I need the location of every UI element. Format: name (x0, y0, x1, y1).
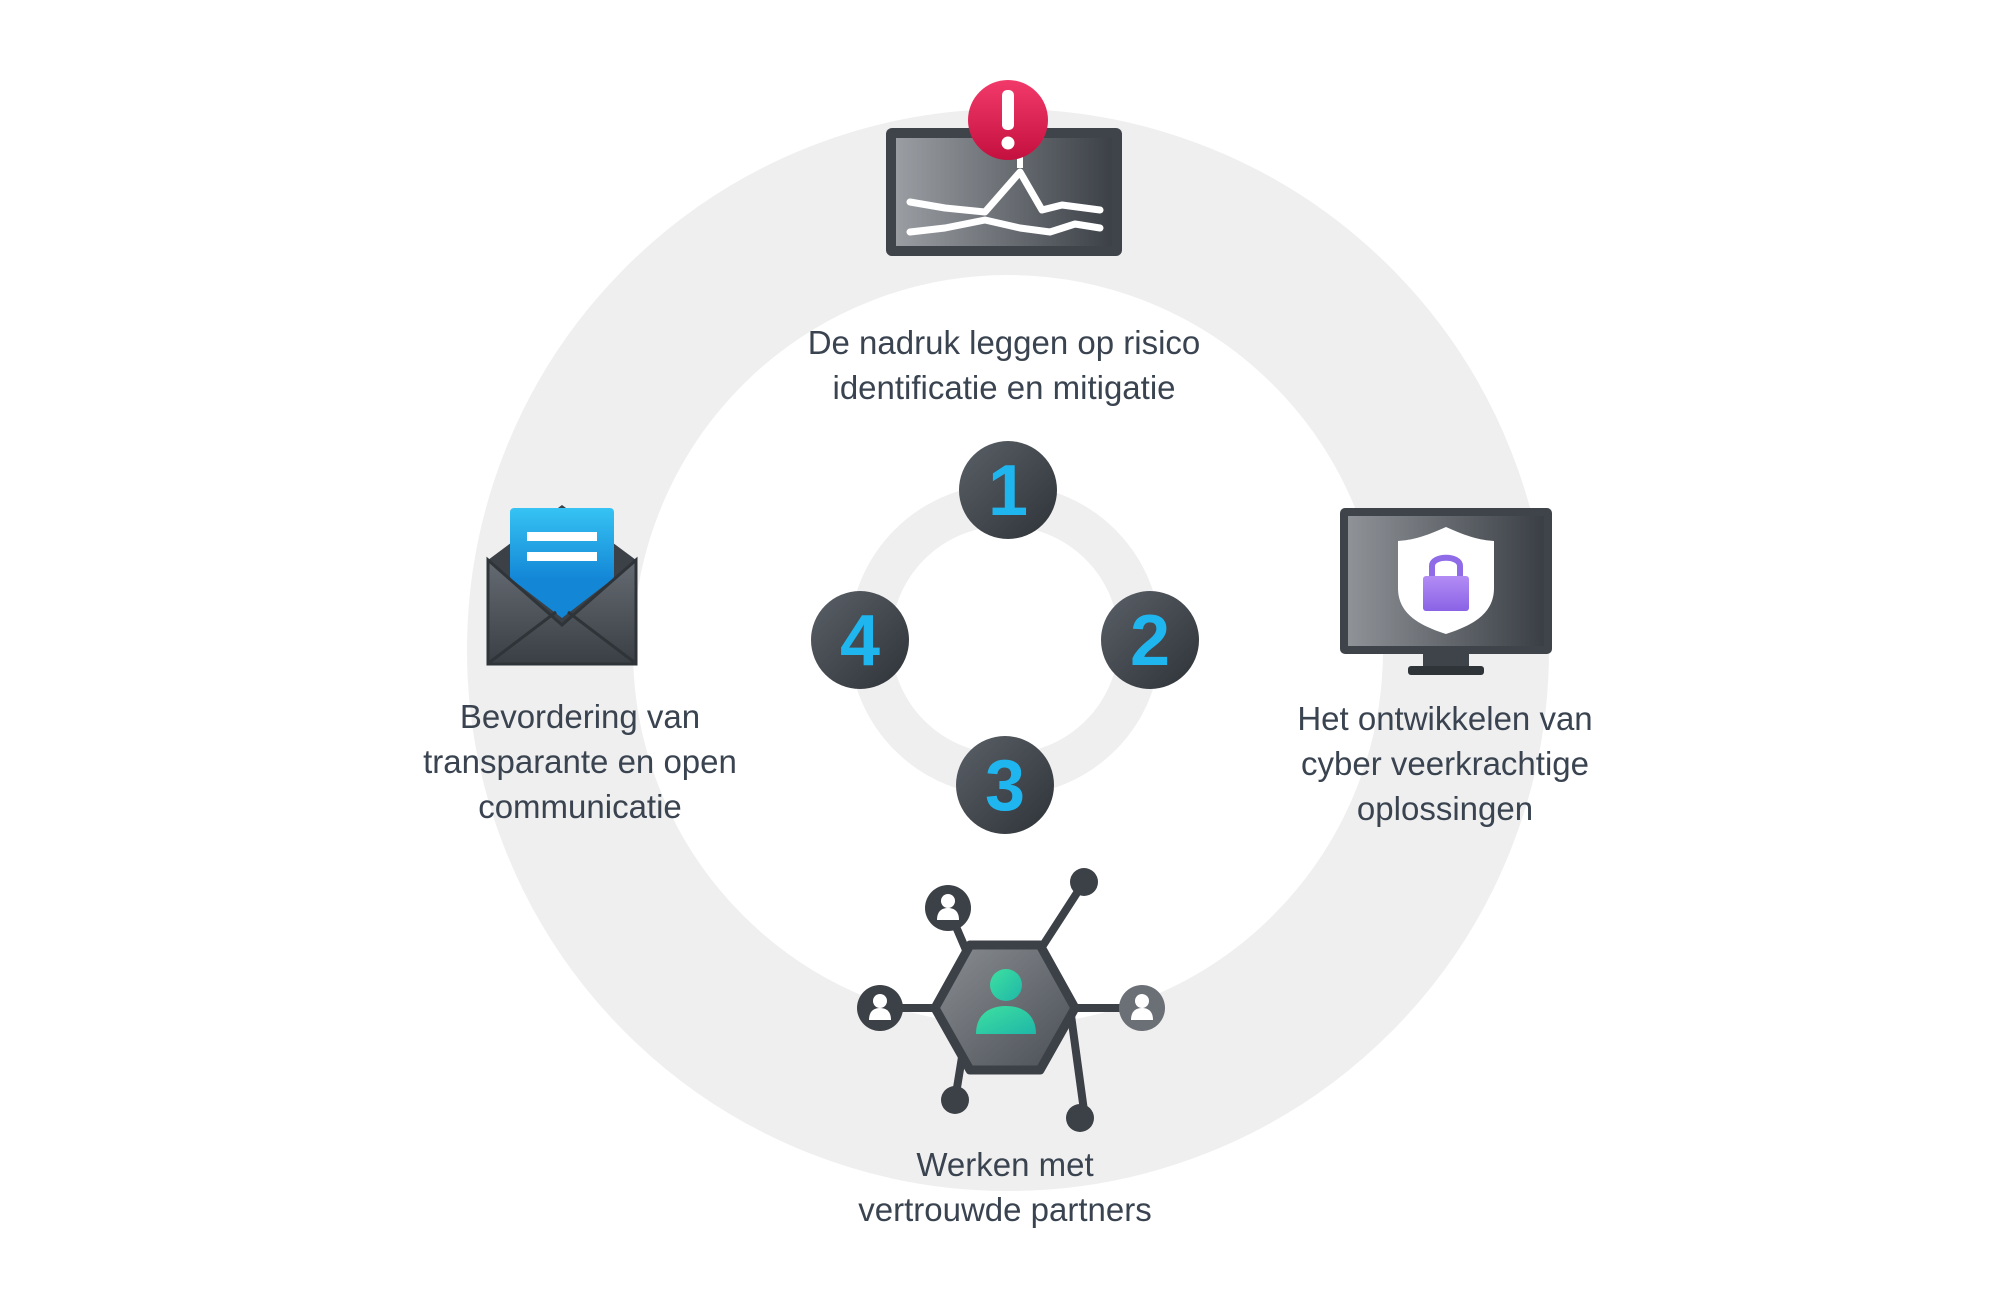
letter-icon (510, 508, 614, 580)
step-1-label-line-1: De nadruk leggen op risico (807, 324, 1201, 361)
inner-cycle-ring (849, 484, 1161, 796)
step-3-label-line-2: vertrouwde partners (858, 1191, 1152, 1228)
step-4-label-line-2: transparante en open (423, 743, 737, 780)
step-number-4: 4 (840, 601, 880, 681)
step-number-1: 1 (988, 451, 1028, 531)
partner-person-icon-top-left (925, 885, 971, 931)
step-badge-4: 4 (811, 591, 909, 689)
partner-person-icon-right (1119, 985, 1165, 1031)
step-4-label: Bevordering van transparante en open com… (380, 694, 780, 829)
step-badge-2: 2 (1101, 591, 1199, 689)
step-number-2: 2 (1130, 601, 1170, 681)
open-envelope-icon (486, 505, 638, 666)
step-3-label-line-1: Werken met (916, 1146, 1094, 1183)
partner-person-icon-left (857, 985, 903, 1031)
step-3-label: Werken met vertrouwde partners (805, 1142, 1205, 1232)
central-person-icon (976, 969, 1036, 1034)
step-number-3: 3 (985, 746, 1025, 826)
step-1-label-line-2: identificatie en mitigatie (832, 369, 1176, 406)
step-2-label-line-2: cyber veerkrachtige (1301, 745, 1589, 782)
step-badge-1: 1 (959, 441, 1057, 539)
step-1-label: De nadruk leggen op risico identificatie… (704, 320, 1304, 410)
risk-alert-monitor-icon (886, 80, 1122, 256)
step-2-label-line-1: Het ontwikkelen van (1297, 700, 1593, 737)
step-4-label-line-1: Bevordering van (459, 698, 701, 735)
partner-network-icon (857, 868, 1165, 1132)
step-2-label-line-3: oplossingen (1356, 790, 1534, 827)
lock-icon (1423, 576, 1469, 611)
shield-lock-monitor-icon (1340, 508, 1552, 675)
step-4-label-line-3: communicatie (478, 788, 682, 825)
step-badge-3: 3 (956, 736, 1054, 834)
step-2-label: Het ontwikkelen van cyber veerkrachtige … (1260, 696, 1630, 831)
